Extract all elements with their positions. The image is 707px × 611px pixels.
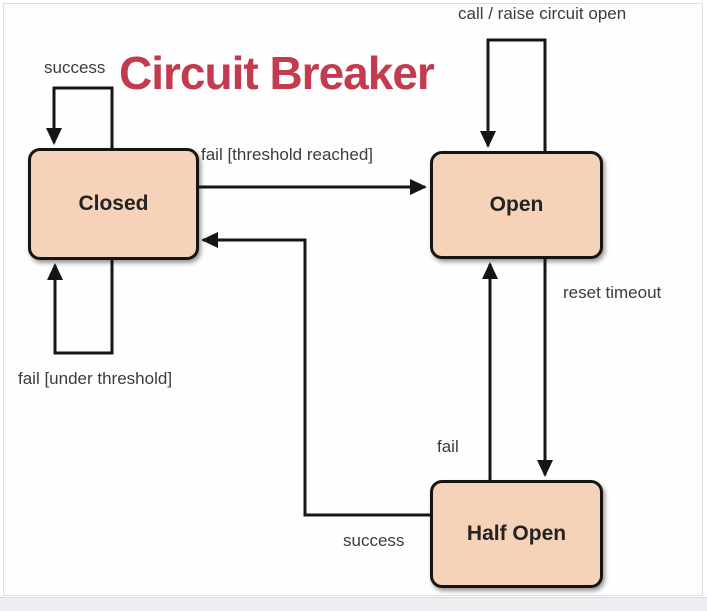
state-label-closed: Closed (78, 192, 149, 215)
edge-closed-self-success (46, 86, 114, 149)
state-label-half-open: Half Open (466, 522, 567, 545)
bottom-strip (0, 597, 707, 611)
state-node-open: Open (430, 151, 603, 259)
edge-label-closed-self-fail: fail [under threshold] (18, 369, 173, 388)
edge-label-closed-self-success: success (44, 58, 106, 77)
edge-label-half-open-to-open: fail (437, 437, 459, 456)
edge-closed-self-fail (47, 259, 114, 355)
diagram-title: Circuit Breaker (119, 47, 435, 99)
state-label-open: Open (489, 193, 544, 216)
edge-label-open-self-call: call / raise circuit open (458, 4, 627, 23)
edge-label-half-open-to-closed: success (343, 531, 405, 550)
edge-label-closed-to-open: fail [threshold reached] (201, 145, 373, 164)
edge-half-open-to-closed (201, 232, 430, 517)
edge-label-open-to-half-open: reset timeout (563, 283, 662, 302)
state-node-closed: Closed (28, 148, 199, 260)
state-node-half-open: Half Open (430, 480, 603, 588)
edge-open-self-call (480, 38, 547, 152)
